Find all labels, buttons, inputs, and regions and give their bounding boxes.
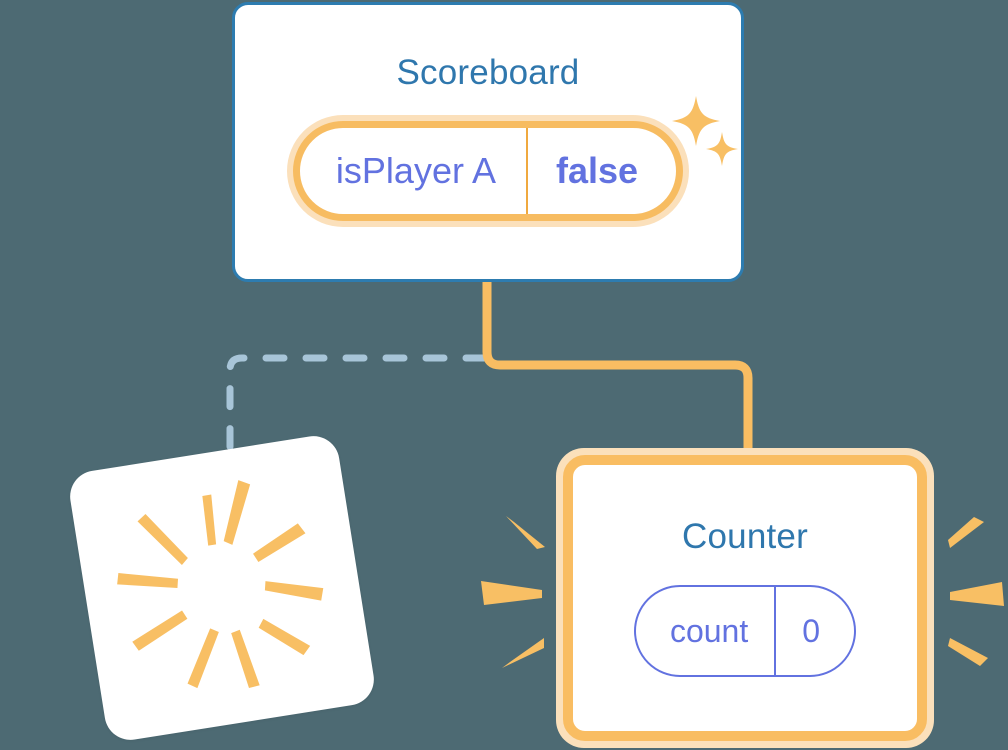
property-key: isPlayer A xyxy=(335,150,496,191)
component-card-counter-inner: Counter count 0 xyxy=(563,455,927,741)
connector-scoreboard-to-blank-card xyxy=(226,354,488,474)
property-value: false xyxy=(526,128,676,214)
component-card-blank[interactable] xyxy=(66,432,378,744)
property-value: 0 xyxy=(774,587,854,675)
card-title-counter: Counter xyxy=(682,517,808,556)
property-pill-inner: isPlayer A false xyxy=(292,121,684,221)
property-pill-isplayer-a[interactable]: isPlayer A false xyxy=(286,115,690,227)
component-card-scoreboard[interactable]: Scoreboard isPlayer A false xyxy=(232,2,744,282)
component-card-counter[interactable]: Counter count 0 xyxy=(556,448,934,748)
property-key: count xyxy=(669,612,749,649)
card-title-scoreboard: Scoreboard xyxy=(396,53,580,92)
property-list-counter: count 0 xyxy=(573,557,917,677)
property-list-scoreboard: isPlayer A false xyxy=(235,93,741,227)
connector-scoreboard-to-counter xyxy=(482,282,753,470)
property-pill-count[interactable]: count 0 xyxy=(633,585,857,677)
